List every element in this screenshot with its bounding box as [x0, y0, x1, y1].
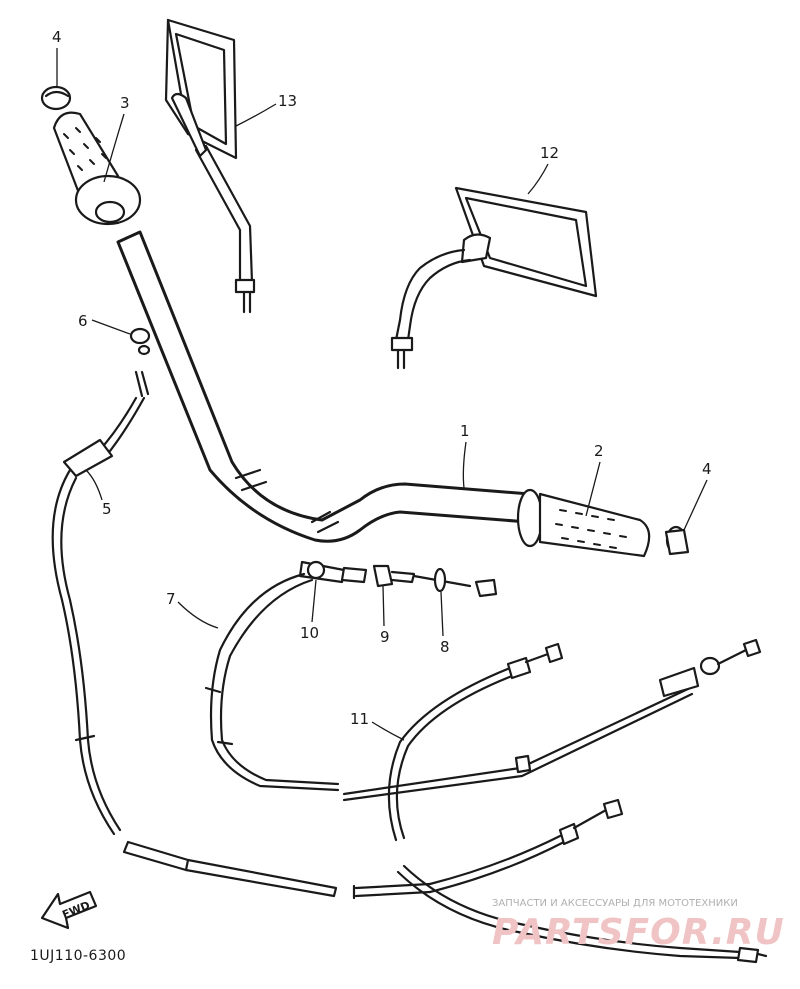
callout-3: 3: [120, 94, 130, 112]
callout-4-left: 4: [52, 28, 62, 46]
callouts: 1 2 3 4 4 5 6 7 8 9 10 11 12 13: [52, 28, 712, 741]
clutch-cable: [51, 327, 338, 898]
callout-5: 5: [102, 500, 112, 518]
diagram-code: 1UJ110-6300: [30, 948, 126, 964]
callout-12: 12: [540, 144, 559, 162]
right-grip: [516, 488, 651, 558]
callout-7: 7: [166, 590, 176, 608]
callout-10: 10: [300, 624, 319, 642]
callout-2: 2: [594, 442, 604, 460]
callout-8: 8: [440, 638, 450, 656]
callout-11: 11: [350, 710, 369, 728]
left-bar-end: [40, 85, 72, 111]
watermark-tagline: ЗАПЧАСТИ И АКСЕССУАРЫ ДЛЯ МОТОТЕХНИКИ: [492, 898, 738, 909]
callout-4-right: 4: [702, 460, 712, 478]
right-bar-end: [664, 525, 690, 556]
callout-9: 9: [380, 628, 390, 646]
mirror-right: [390, 186, 598, 370]
handlebar: [116, 230, 532, 543]
left-grip: [52, 111, 142, 226]
callout-13: 13: [278, 92, 297, 110]
callout-6: 6: [78, 312, 88, 330]
mirror-left: [164, 18, 256, 314]
callout-1: 1: [460, 422, 470, 440]
cable-assy: [342, 638, 768, 964]
forward-arrow: FWD: [40, 890, 98, 930]
watermark: ЗАПЧАСТИ И АКСЕССУАРЫ ДЛЯ МОТОТЕХНИКИ PA…: [492, 898, 785, 953]
watermark-logo: PARTSFOR.RU: [492, 912, 785, 953]
throttle-cable: [204, 560, 498, 792]
